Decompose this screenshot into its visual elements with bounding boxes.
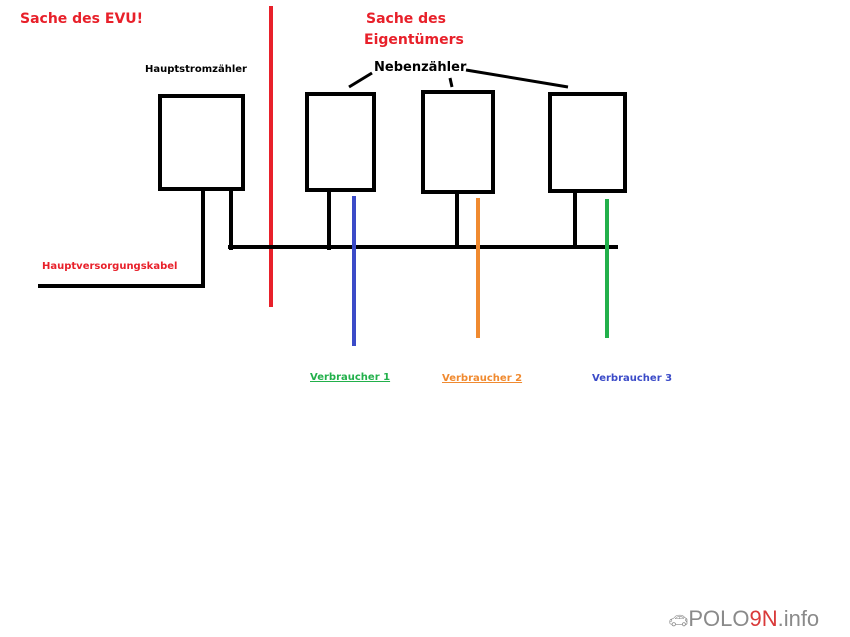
- watermark-suffix: .info: [777, 606, 820, 631]
- main-meter-label: Hauptstromzähler: [145, 64, 247, 75]
- owner-label-line1: Sache des: [366, 11, 447, 27]
- watermark-prefix: POLO: [688, 606, 750, 631]
- consumer-2-label: Verbraucher 2: [442, 373, 523, 384]
- sub-meter-box-3: [548, 92, 627, 193]
- car-logo-icon: 🚗︎: [668, 613, 689, 630]
- watermark-accent: 9N: [749, 606, 778, 631]
- pointer-line-3: [465, 68, 569, 89]
- consumer-3-label: Verbraucher 3: [592, 373, 673, 384]
- main-cable-line: [38, 189, 205, 288]
- sub-meters-label: Nebenzähler: [374, 60, 467, 75]
- main-meter-box: [158, 94, 245, 191]
- watermark: 🚗︎POLO9N.info: [668, 606, 819, 632]
- evu-label: Sache des EVU!: [20, 11, 144, 27]
- sub-meter-box-2: [421, 90, 495, 194]
- main-cable-label: Hauptversorgungskabel: [42, 261, 178, 272]
- consumer-1-label: Verbraucher 1: [310, 372, 391, 383]
- owner-label-line2: Eigentümers: [364, 32, 464, 48]
- sub-meter-box-1: [305, 92, 376, 192]
- pointer-line-2: [448, 77, 454, 88]
- pointer-line-1: [348, 71, 373, 89]
